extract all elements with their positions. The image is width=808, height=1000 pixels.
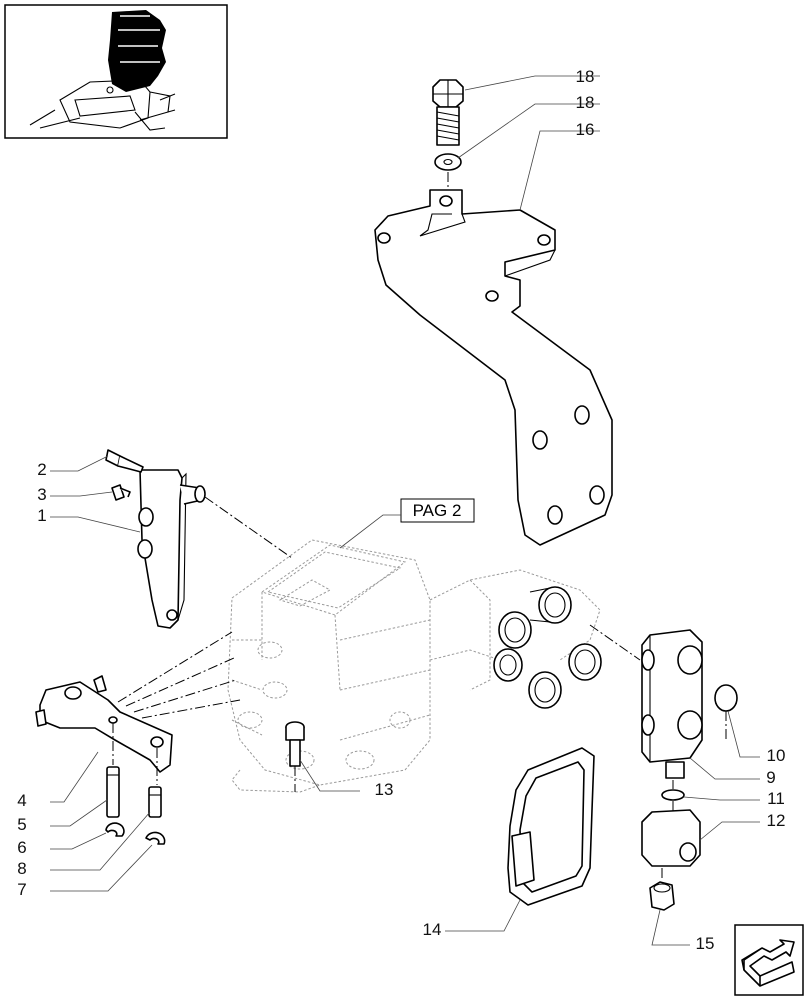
callout-12: 12 xyxy=(767,811,786,830)
link-plate-part-1 xyxy=(137,469,206,629)
callout-1: 1 xyxy=(37,506,46,525)
callout-numbers: 18 18 16 2 3 1 4 5 6 8 7 13 10 9 11 12 1… xyxy=(17,67,785,953)
bolt-part-17 xyxy=(432,79,464,146)
callout-16: 16 xyxy=(576,120,595,139)
callout-9: 9 xyxy=(766,768,775,787)
callout-5: 5 xyxy=(17,815,26,834)
o-ring-part-11 xyxy=(661,789,685,801)
screw-part-3 xyxy=(111,484,131,501)
callout-8: 8 xyxy=(17,859,26,878)
callout-6: 6 xyxy=(17,838,26,857)
screw-part-2 xyxy=(105,449,144,473)
plug-part-15 xyxy=(649,881,675,911)
clip-part-7 xyxy=(145,831,166,845)
pin-part-8 xyxy=(148,786,162,818)
tractor-location-thumbnail-icon[interactable] xyxy=(4,4,228,139)
callout-2: 2 xyxy=(37,460,46,479)
leader-lines xyxy=(50,75,760,946)
cap-part-10 xyxy=(714,684,738,712)
callout-4: 4 xyxy=(17,791,26,810)
assembly-lines xyxy=(112,496,727,880)
mounting-bracket-part-16 xyxy=(374,189,613,546)
next-page-arrow-icon[interactable] xyxy=(734,924,804,996)
callout-3: 3 xyxy=(37,485,46,504)
valve-body-part-9 xyxy=(641,629,703,779)
page-reference-label: PAG 2 xyxy=(413,501,462,520)
callout-14: 14 xyxy=(423,920,442,939)
callout-17: 18 xyxy=(576,67,595,86)
ghosted-valve-block xyxy=(227,539,601,793)
callout-11: 11 xyxy=(767,789,785,808)
callout-13: 13 xyxy=(375,780,394,799)
lever-part-4 xyxy=(35,675,173,773)
callout-10: 10 xyxy=(767,746,786,765)
callout-15: 15 xyxy=(696,934,715,953)
callout-18: 18 xyxy=(576,93,595,112)
coupler-part-12 xyxy=(641,809,701,867)
quick-coupler-group xyxy=(493,586,602,709)
pin-part-5 xyxy=(106,766,120,818)
page-reference-box[interactable]: PAG 2 xyxy=(339,498,475,549)
seal-ring-part-14 xyxy=(507,747,595,906)
callout-7: 7 xyxy=(17,880,26,899)
clip-part-6 xyxy=(105,822,125,837)
washer-part-18 xyxy=(434,153,462,171)
